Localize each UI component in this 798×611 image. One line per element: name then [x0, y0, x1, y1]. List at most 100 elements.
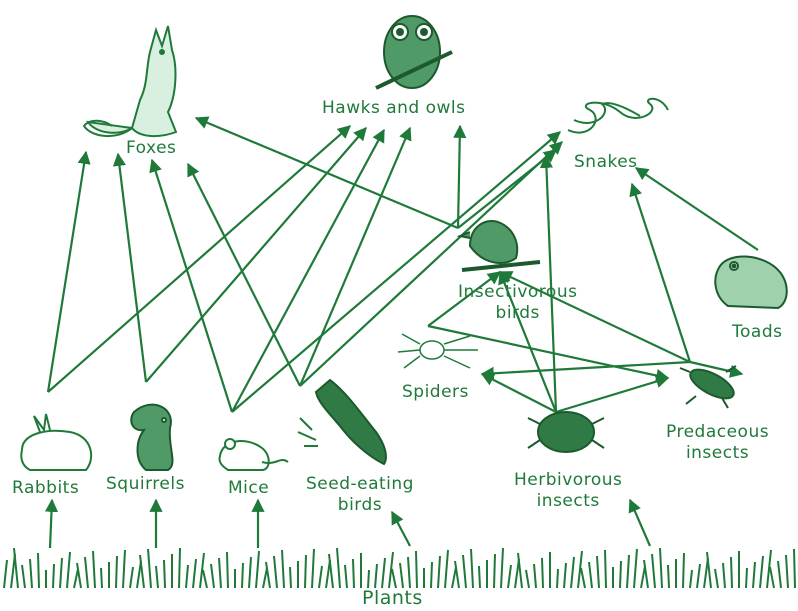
spider-icon [398, 334, 478, 368]
node-squirrels: Squirrels [106, 474, 185, 495]
grass-icon [4, 548, 795, 588]
grass-blade [290, 567, 291, 588]
edge-insectivorous-to-snakes [458, 150, 556, 228]
grass-blade [518, 553, 522, 588]
edge-rabbits-to-hawks [48, 126, 350, 392]
grass-blade [605, 550, 606, 588]
grass-blade [305, 555, 306, 588]
grass-blade [770, 567, 774, 588]
beetle-icon [680, 364, 738, 408]
node-predaceous: Predaceous insects [666, 422, 769, 464]
grass-blade [186, 565, 188, 588]
grass-blade [542, 558, 543, 588]
seed-label-1: Seed-eating [306, 474, 414, 495]
node-insectivorous: Insectivorous birds [458, 282, 577, 324]
edge-squirrels-to-foxes [118, 154, 146, 382]
grass-blade [211, 564, 214, 588]
herbivorous-label-2: insects [514, 491, 622, 512]
edge-herbivorous-to-predaceous [556, 378, 668, 412]
edge-mice-to-snakes [232, 132, 560, 412]
grass-blade [683, 553, 684, 588]
grass-blade [723, 563, 725, 588]
snake-icon [568, 99, 668, 133]
grass-blade [697, 564, 700, 588]
grass-blade [597, 556, 599, 588]
bird-icon [460, 221, 540, 270]
grass-blade [123, 550, 125, 588]
grass-blade [746, 568, 747, 588]
fox-icon [84, 26, 176, 136]
grass-blade [581, 568, 585, 588]
grass-blade [778, 561, 781, 588]
toads-label: Toads [732, 322, 782, 342]
grass-blade [471, 549, 473, 588]
edge-plants-to-rabbits [50, 500, 52, 548]
grass-blade [249, 557, 251, 588]
grass-blade [4, 560, 7, 588]
grass-blade [116, 556, 117, 588]
grass-blade [382, 558, 385, 588]
edge-herbivorous-to-spiders [482, 374, 556, 412]
grass-blade [652, 554, 655, 588]
grass-blade [589, 562, 592, 588]
edge-insectivorous-to-hawks [458, 126, 460, 228]
grass-blade [660, 548, 662, 588]
grass-blade [329, 554, 333, 588]
grass-blade [408, 557, 410, 588]
grass-blade [627, 555, 629, 588]
grass-blade [22, 565, 25, 588]
herbivorous-label-1: Herbivorous [514, 470, 622, 491]
edge-squirrels-to-hawks [146, 128, 366, 382]
predaceous-label-2: insects [666, 443, 769, 464]
grass-blade [274, 556, 277, 588]
grass-blade [690, 570, 692, 588]
grass-blade [148, 549, 151, 588]
grass-blade [392, 569, 396, 588]
edge-predaceous-to-spiders [482, 362, 690, 374]
owl-icon [376, 16, 452, 88]
foxes-label: Foxes [126, 138, 176, 158]
grass-blade [242, 563, 243, 588]
insectivorous-label-2: birds [458, 303, 577, 324]
grass-blade [227, 552, 228, 588]
grass-blade [526, 570, 529, 588]
grass-blade [375, 564, 377, 588]
edge-rabbits-to-foxes [48, 152, 86, 392]
node-spiders: Spiders [402, 382, 469, 403]
node-seed: Seed-eating birds [306, 474, 414, 516]
grass-blade [67, 552, 70, 588]
grass-blade [203, 570, 207, 588]
edge-insectivorous-to-foxes [196, 118, 458, 228]
grass-blade [707, 552, 711, 588]
grass-blade [644, 560, 648, 588]
grass-blade [634, 549, 637, 588]
grass-blade [431, 562, 432, 588]
grass-blade [312, 549, 314, 588]
grass-blade [140, 555, 144, 588]
grass-blade [14, 548, 18, 588]
grass-blade [557, 569, 558, 588]
grass-blade [786, 555, 788, 588]
grass-blade [668, 565, 669, 588]
grass-blade [60, 558, 62, 588]
node-herbivorous: Herbivorous insects [514, 470, 622, 512]
grass-blade [501, 548, 503, 588]
edge-predaceous-to-snakes [632, 184, 690, 362]
bug-icon [528, 412, 604, 452]
grass-blade [93, 551, 95, 588]
plants-label: Plants [362, 587, 423, 609]
spiders-label: Spiders [402, 382, 469, 402]
grass-blade [30, 559, 32, 588]
insectivorous-label-1: Insectivorous [458, 282, 577, 303]
grass-blade [337, 548, 340, 588]
predaceous-label-1: Predaceous [666, 422, 769, 443]
grass-blade [74, 569, 78, 588]
node-mice: Mice [228, 478, 269, 499]
grass-blade [101, 568, 102, 588]
grass-blade [193, 559, 196, 588]
grass-blade [564, 563, 566, 588]
node-hawks: Hawks and owls [322, 98, 465, 119]
grass-blade [368, 570, 369, 588]
grass-blade [53, 564, 54, 588]
